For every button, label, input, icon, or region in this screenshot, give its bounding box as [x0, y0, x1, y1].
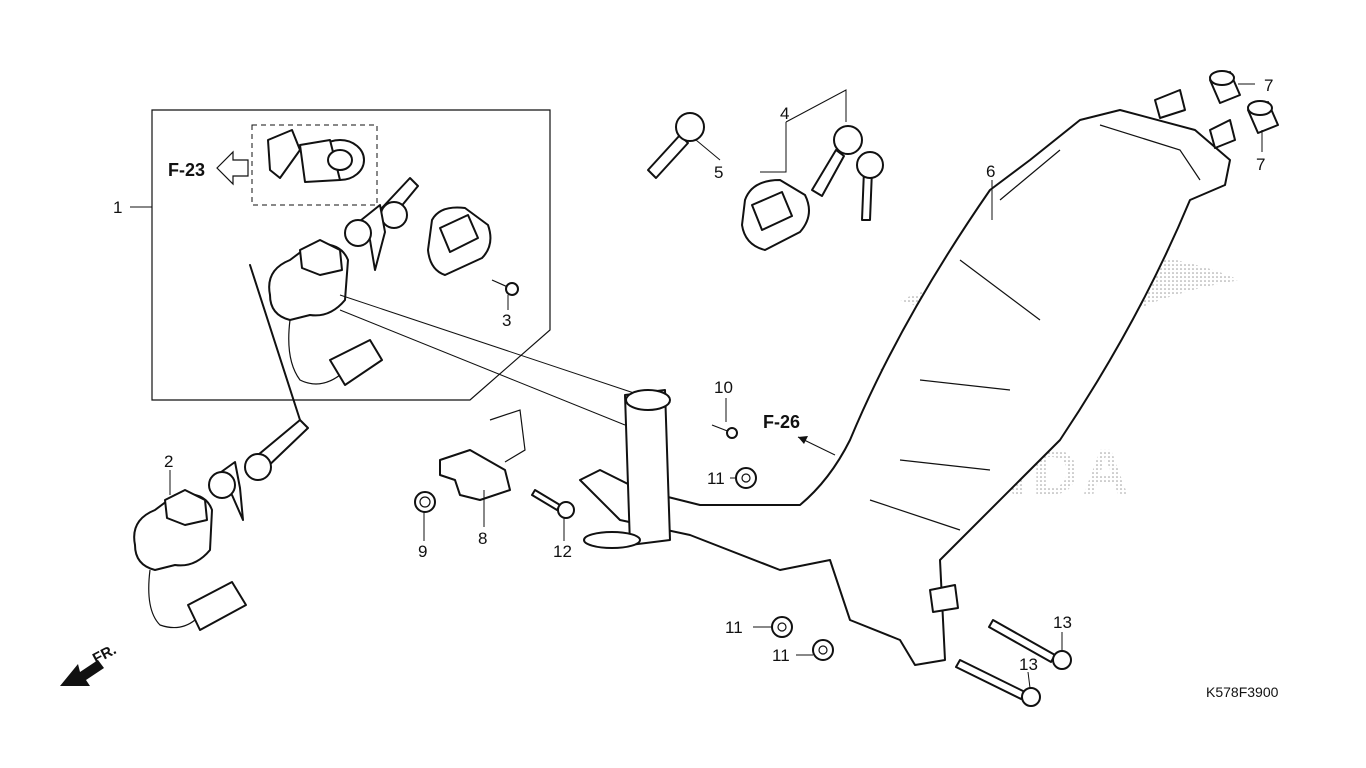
kit-box-1 [151, 109, 551, 401]
leader-kit-frame-a [339, 294, 641, 396]
callout-13-b: 13 [1019, 655, 1038, 674]
seat-lock-part [427, 206, 492, 276]
callout-5: 5 [714, 163, 723, 182]
nut-11-a-part [735, 467, 757, 489]
callout-3: 3 [502, 311, 511, 330]
callout-9: 9 [418, 542, 427, 561]
reference-f23-arrow-icon [216, 150, 249, 186]
key-set-part [344, 177, 419, 271]
callout-12: 12 [553, 542, 572, 561]
reference-f23: F-23 [168, 150, 249, 186]
frame-body-part [579, 89, 1236, 666]
callout-4: 4 [780, 104, 789, 123]
nut-11-c-part [812, 639, 834, 661]
callout-11-a: 11 [707, 469, 725, 488]
grommet-7-top-part [1209, 70, 1241, 104]
reference-f26: F-26 [763, 412, 836, 456]
callout-2: 2 [164, 452, 173, 471]
callout-8: 8 [478, 529, 487, 548]
leader-kit-frame-b [339, 309, 626, 426]
key-5-part [647, 112, 705, 179]
drawing-code: K578F3900 [1206, 684, 1279, 700]
callout-10: 10 [714, 378, 733, 397]
callout-1: 1 [113, 198, 122, 217]
seat-lock-4-part [741, 125, 884, 251]
ignition-switch-2-part [133, 264, 309, 631]
callout-11-c: 11 [772, 646, 790, 665]
callout-7-top: 7 [1264, 76, 1273, 95]
callout-11-b: 11 [725, 618, 743, 637]
bolt-12-part [531, 489, 575, 519]
callout-6: 6 [986, 162, 995, 181]
bolt-13-a-part [988, 619, 1072, 670]
callout-13-a: 13 [1053, 613, 1072, 632]
reference-f23-label: F-23 [168, 160, 205, 180]
ignition-switch-part [268, 239, 383, 386]
callout-leaders [130, 83, 1263, 689]
reference-f26-arrow-icon [798, 436, 808, 444]
grommet-7-bottom-part [1247, 100, 1279, 134]
front-direction: FR. [60, 641, 119, 686]
nut-11-b-part [771, 616, 793, 638]
nut-9-part [414, 491, 436, 513]
reference-f26-label: F-26 [763, 412, 800, 432]
callout-7-bottom: 7 [1256, 155, 1265, 174]
bolt-13-b-part [955, 659, 1041, 707]
lock-cylinder-part [267, 129, 365, 183]
bracket-8-part [439, 409, 526, 501]
bolt-10-part [711, 424, 738, 439]
screw-3-part [491, 279, 519, 296]
front-arrow-icon [60, 660, 104, 686]
